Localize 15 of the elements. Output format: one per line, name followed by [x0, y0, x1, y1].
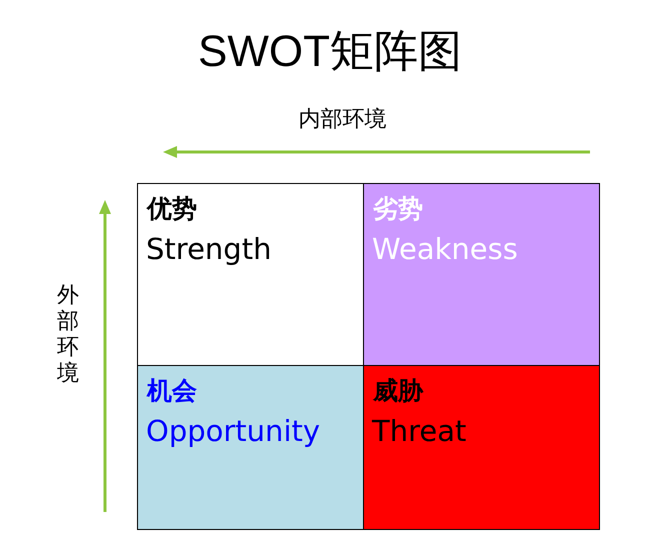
axis-label: 内部环境	[298, 106, 388, 134]
axis-label: 外部环境	[56, 283, 80, 387]
quadrant-cell	[137, 183, 364, 366]
quadrant-heading: 威胁	[373, 375, 423, 407]
quadrant-name: Weakness	[372, 232, 518, 266]
quadrant-cell	[363, 365, 600, 530]
quadrant-name: Strength	[146, 232, 272, 266]
quadrant-name: Opportunity	[146, 414, 320, 448]
quadrant-heading: 劣势	[373, 193, 423, 225]
quadrant-name: Threat	[372, 414, 466, 448]
quadrant-cell	[363, 183, 600, 366]
title: SWOT矩阵图	[197, 26, 463, 78]
quadrant-cell	[137, 365, 364, 530]
quadrant-heading: 优势	[147, 193, 197, 225]
quadrant-heading: 机会	[147, 375, 197, 407]
